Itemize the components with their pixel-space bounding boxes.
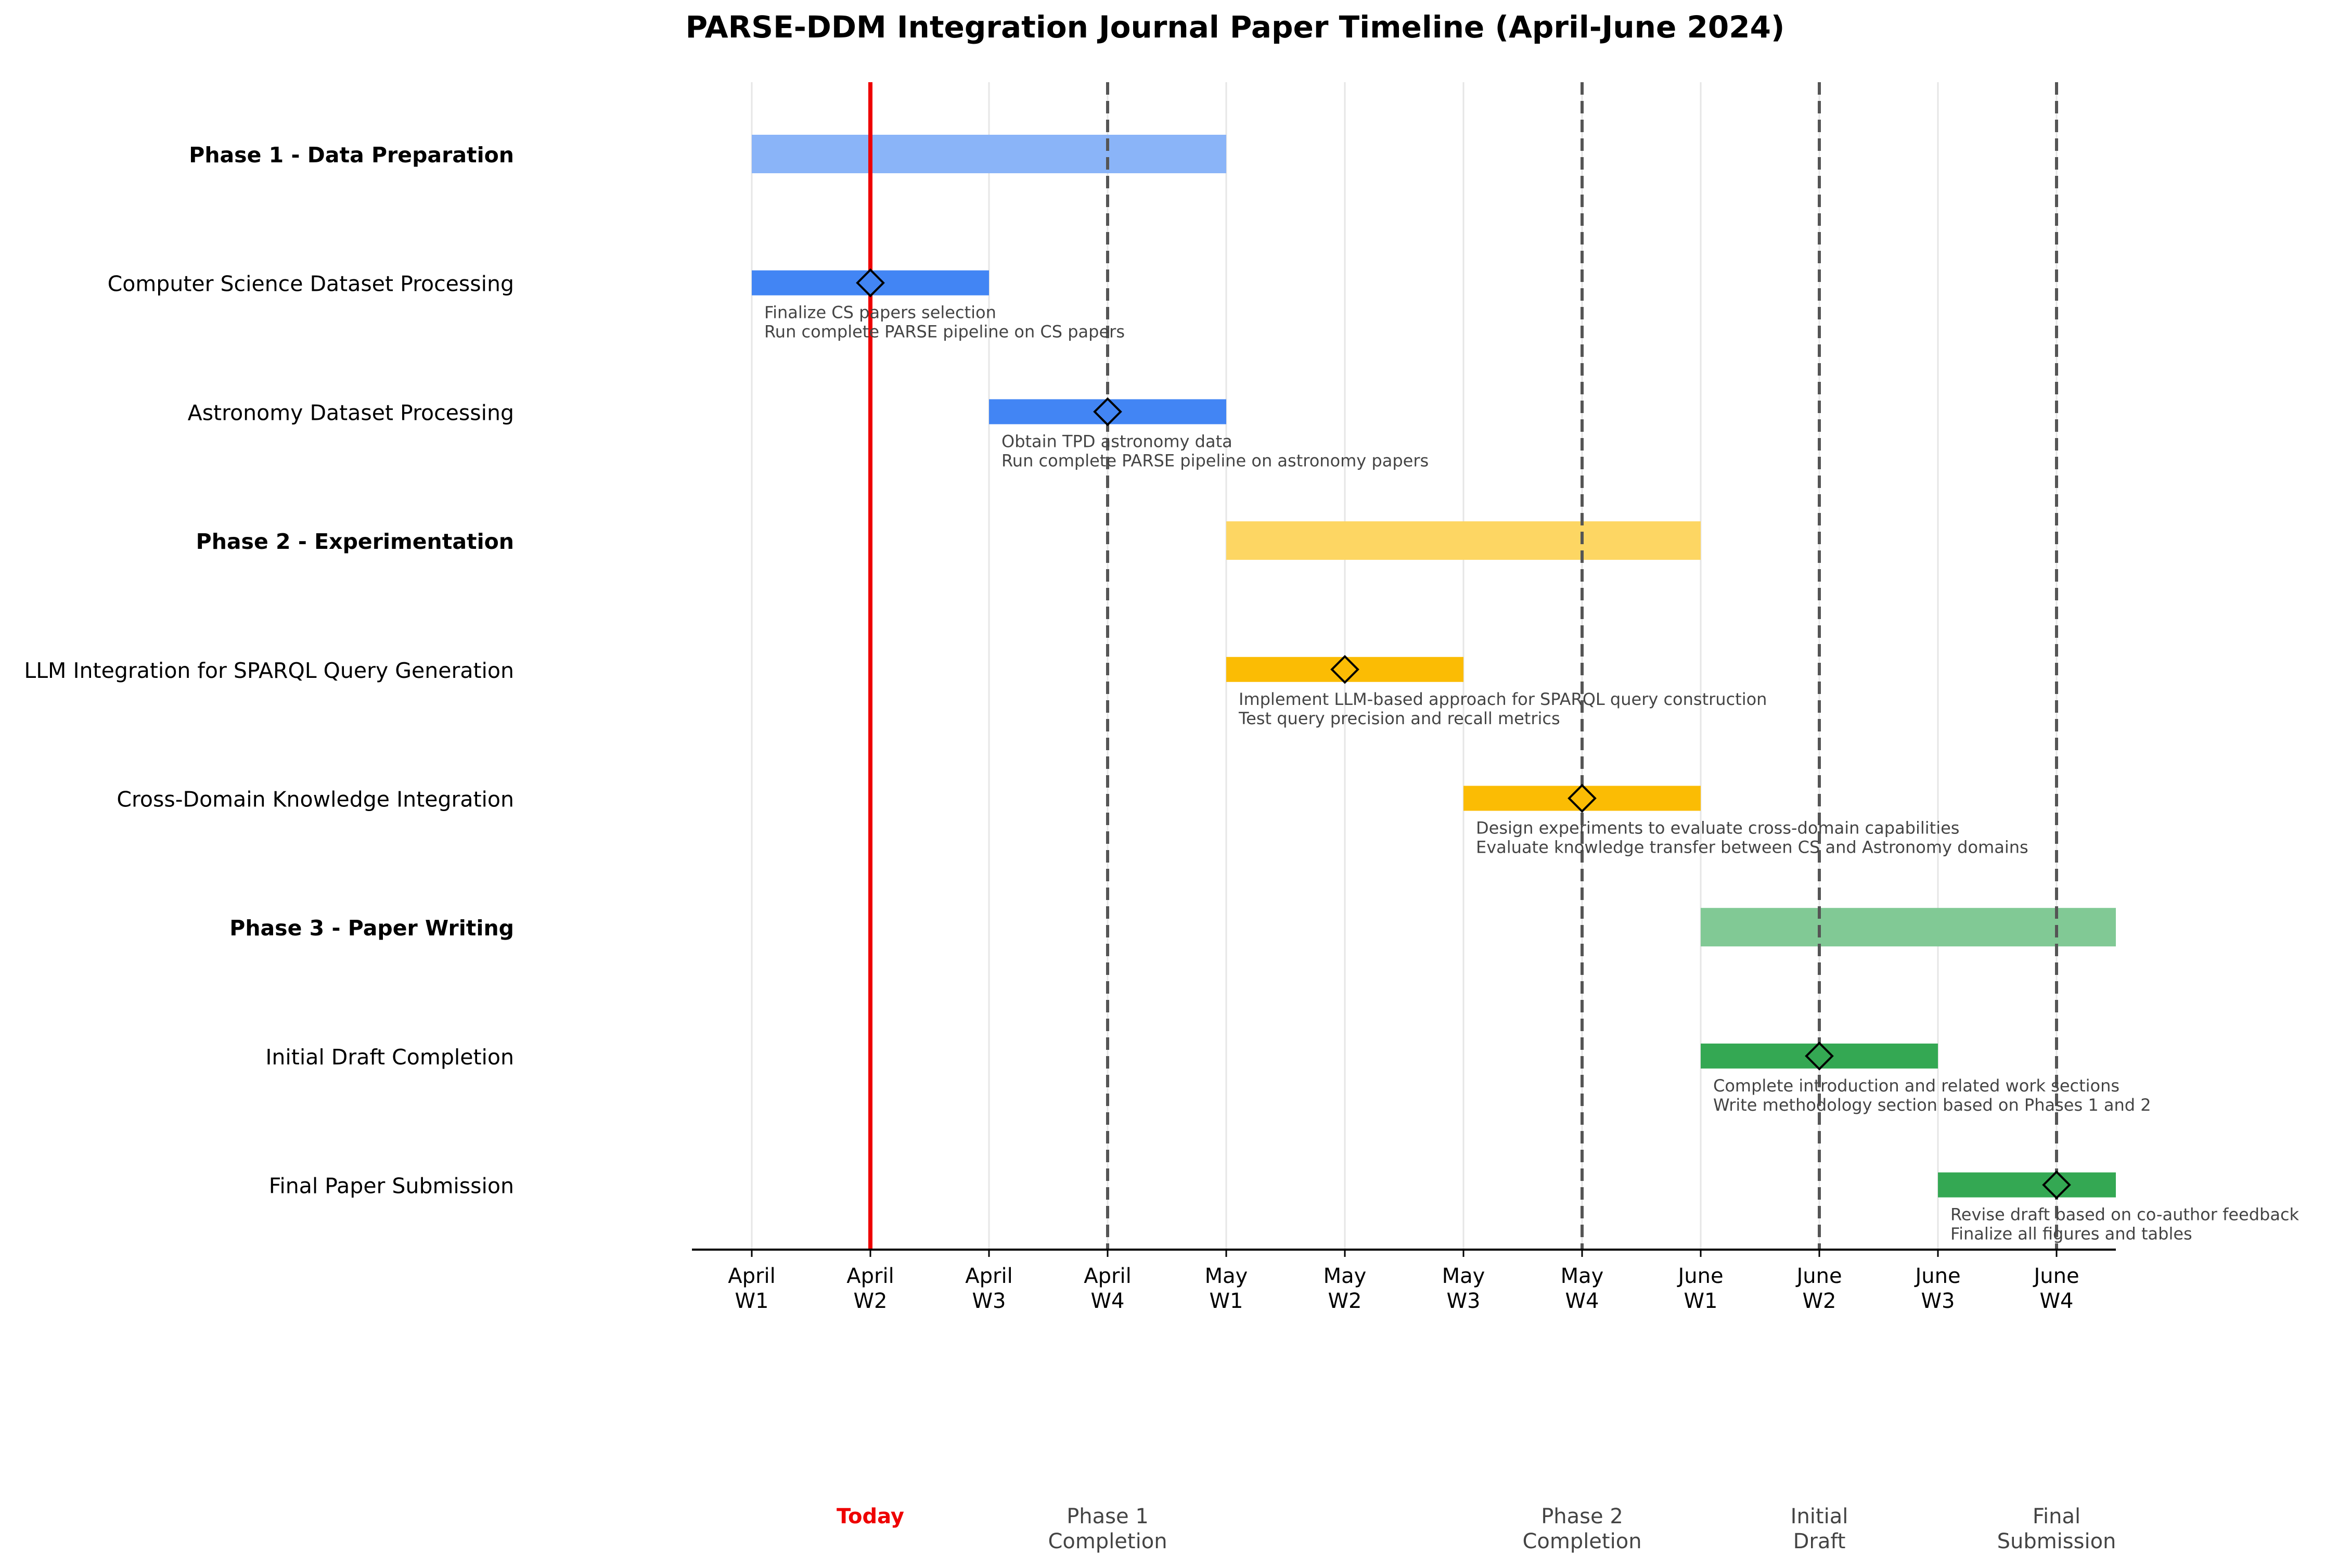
x-tick-label: April (1084, 1264, 1131, 1288)
x-tick-label: W3 (1447, 1289, 1481, 1313)
milestone-label: Phase 2 (1541, 1505, 1623, 1528)
task-note: Design experiments to evaluate cross-dom… (1476, 818, 1959, 838)
task-note: Test query precision and recall metrics (1238, 709, 1560, 728)
task-label: Cross-Domain Knowledge Integration (117, 787, 514, 812)
x-tick-label: April (965, 1264, 1012, 1288)
task-label: LLM Integration for SPARQL Query Generat… (24, 658, 514, 683)
task-note: Write methodology section based on Phase… (1713, 1095, 2151, 1115)
milestone-label: Submission (1997, 1530, 2116, 1553)
reference-lines (868, 82, 2058, 1250)
x-tick-label: W2 (1328, 1289, 1362, 1313)
x-tick-label: May (1205, 1264, 1248, 1288)
phase-label: Phase 2 - Experimentation (196, 529, 514, 554)
x-tick-label: W1 (735, 1289, 769, 1313)
x-tick-label: June (2032, 1264, 2079, 1288)
task-note: Revise draft based on co-author feedback (1950, 1205, 2300, 1225)
x-tick-label: W4 (1091, 1289, 1125, 1313)
bars (752, 135, 2116, 1198)
task-note: Run complete PARSE pipeline on astronomy… (1001, 451, 1429, 470)
milestone-label: Completion (1048, 1530, 1167, 1553)
milestone-label: Initial (1791, 1505, 1848, 1528)
milestone-marker (856, 268, 885, 298)
x-tick-label: W2 (854, 1289, 888, 1313)
task-note: Evaluate knowledge transfer between CS a… (1476, 838, 2028, 857)
x-tick-label: W3 (1921, 1289, 1955, 1313)
x-tick-label: May (1442, 1264, 1485, 1288)
task-bar (1938, 1172, 2116, 1198)
x-tick-label: W3 (972, 1289, 1006, 1313)
milestone-label: Completion (1522, 1530, 1641, 1553)
milestone-marker (1568, 783, 1597, 813)
task-label: Initial Draft Completion (265, 1045, 514, 1070)
task-label: Astronomy Dataset Processing (188, 400, 514, 425)
x-tick-label: April (846, 1264, 894, 1288)
phase-bar (1226, 521, 1701, 560)
phase-bar (752, 135, 1226, 173)
milestone-markers (856, 268, 2071, 1200)
x-tick-label: May (1324, 1264, 1367, 1288)
x-tick-label: June (1676, 1264, 1723, 1288)
x-tick-label: W2 (1803, 1289, 1836, 1313)
chart-title: PARSE-DDM Integration Journal Paper Time… (686, 9, 1785, 45)
phase-bar (1701, 908, 2116, 947)
x-tick-label: W1 (1210, 1289, 1243, 1313)
x-tick-label: May (1561, 1264, 1604, 1288)
milestone-label: Phase 1 (1067, 1505, 1149, 1528)
x-tick-label: W4 (1565, 1289, 1599, 1313)
x-tick-label: W1 (1684, 1289, 1718, 1313)
x-tick-label: April (728, 1264, 775, 1288)
task-note: Finalize all figures and tables (1950, 1224, 2192, 1244)
milestone-marker (1330, 654, 1359, 684)
milestone-label: Final (2033, 1505, 2080, 1528)
x-tick-label: June (1913, 1264, 1960, 1288)
phase-label: Phase 3 - Paper Writing (229, 916, 514, 941)
milestone-marker (1805, 1042, 1834, 1071)
milestone-marker (1093, 397, 1122, 427)
milestone-label: Draft (1793, 1530, 1846, 1553)
x-tick-label: June (1795, 1264, 1842, 1288)
task-label: Final Paper Submission (269, 1174, 514, 1199)
phase-label: Phase 1 - Data Preparation (189, 143, 514, 168)
today-label: Today (837, 1505, 904, 1528)
x-tick-label: W4 (2040, 1289, 2074, 1313)
task-note: Run complete PARSE pipeline on CS papers (764, 322, 1125, 342)
task-note: Finalize CS papers selection (764, 303, 996, 323)
task-note: Implement LLM-based approach for SPARQL … (1239, 689, 1767, 709)
task-label: Computer Science Dataset Processing (108, 272, 514, 297)
task-note: Obtain TPD astronomy data (1001, 431, 1232, 451)
task-note: Complete introduction and related work s… (1713, 1076, 2120, 1096)
milestone-marker (2042, 1170, 2071, 1200)
